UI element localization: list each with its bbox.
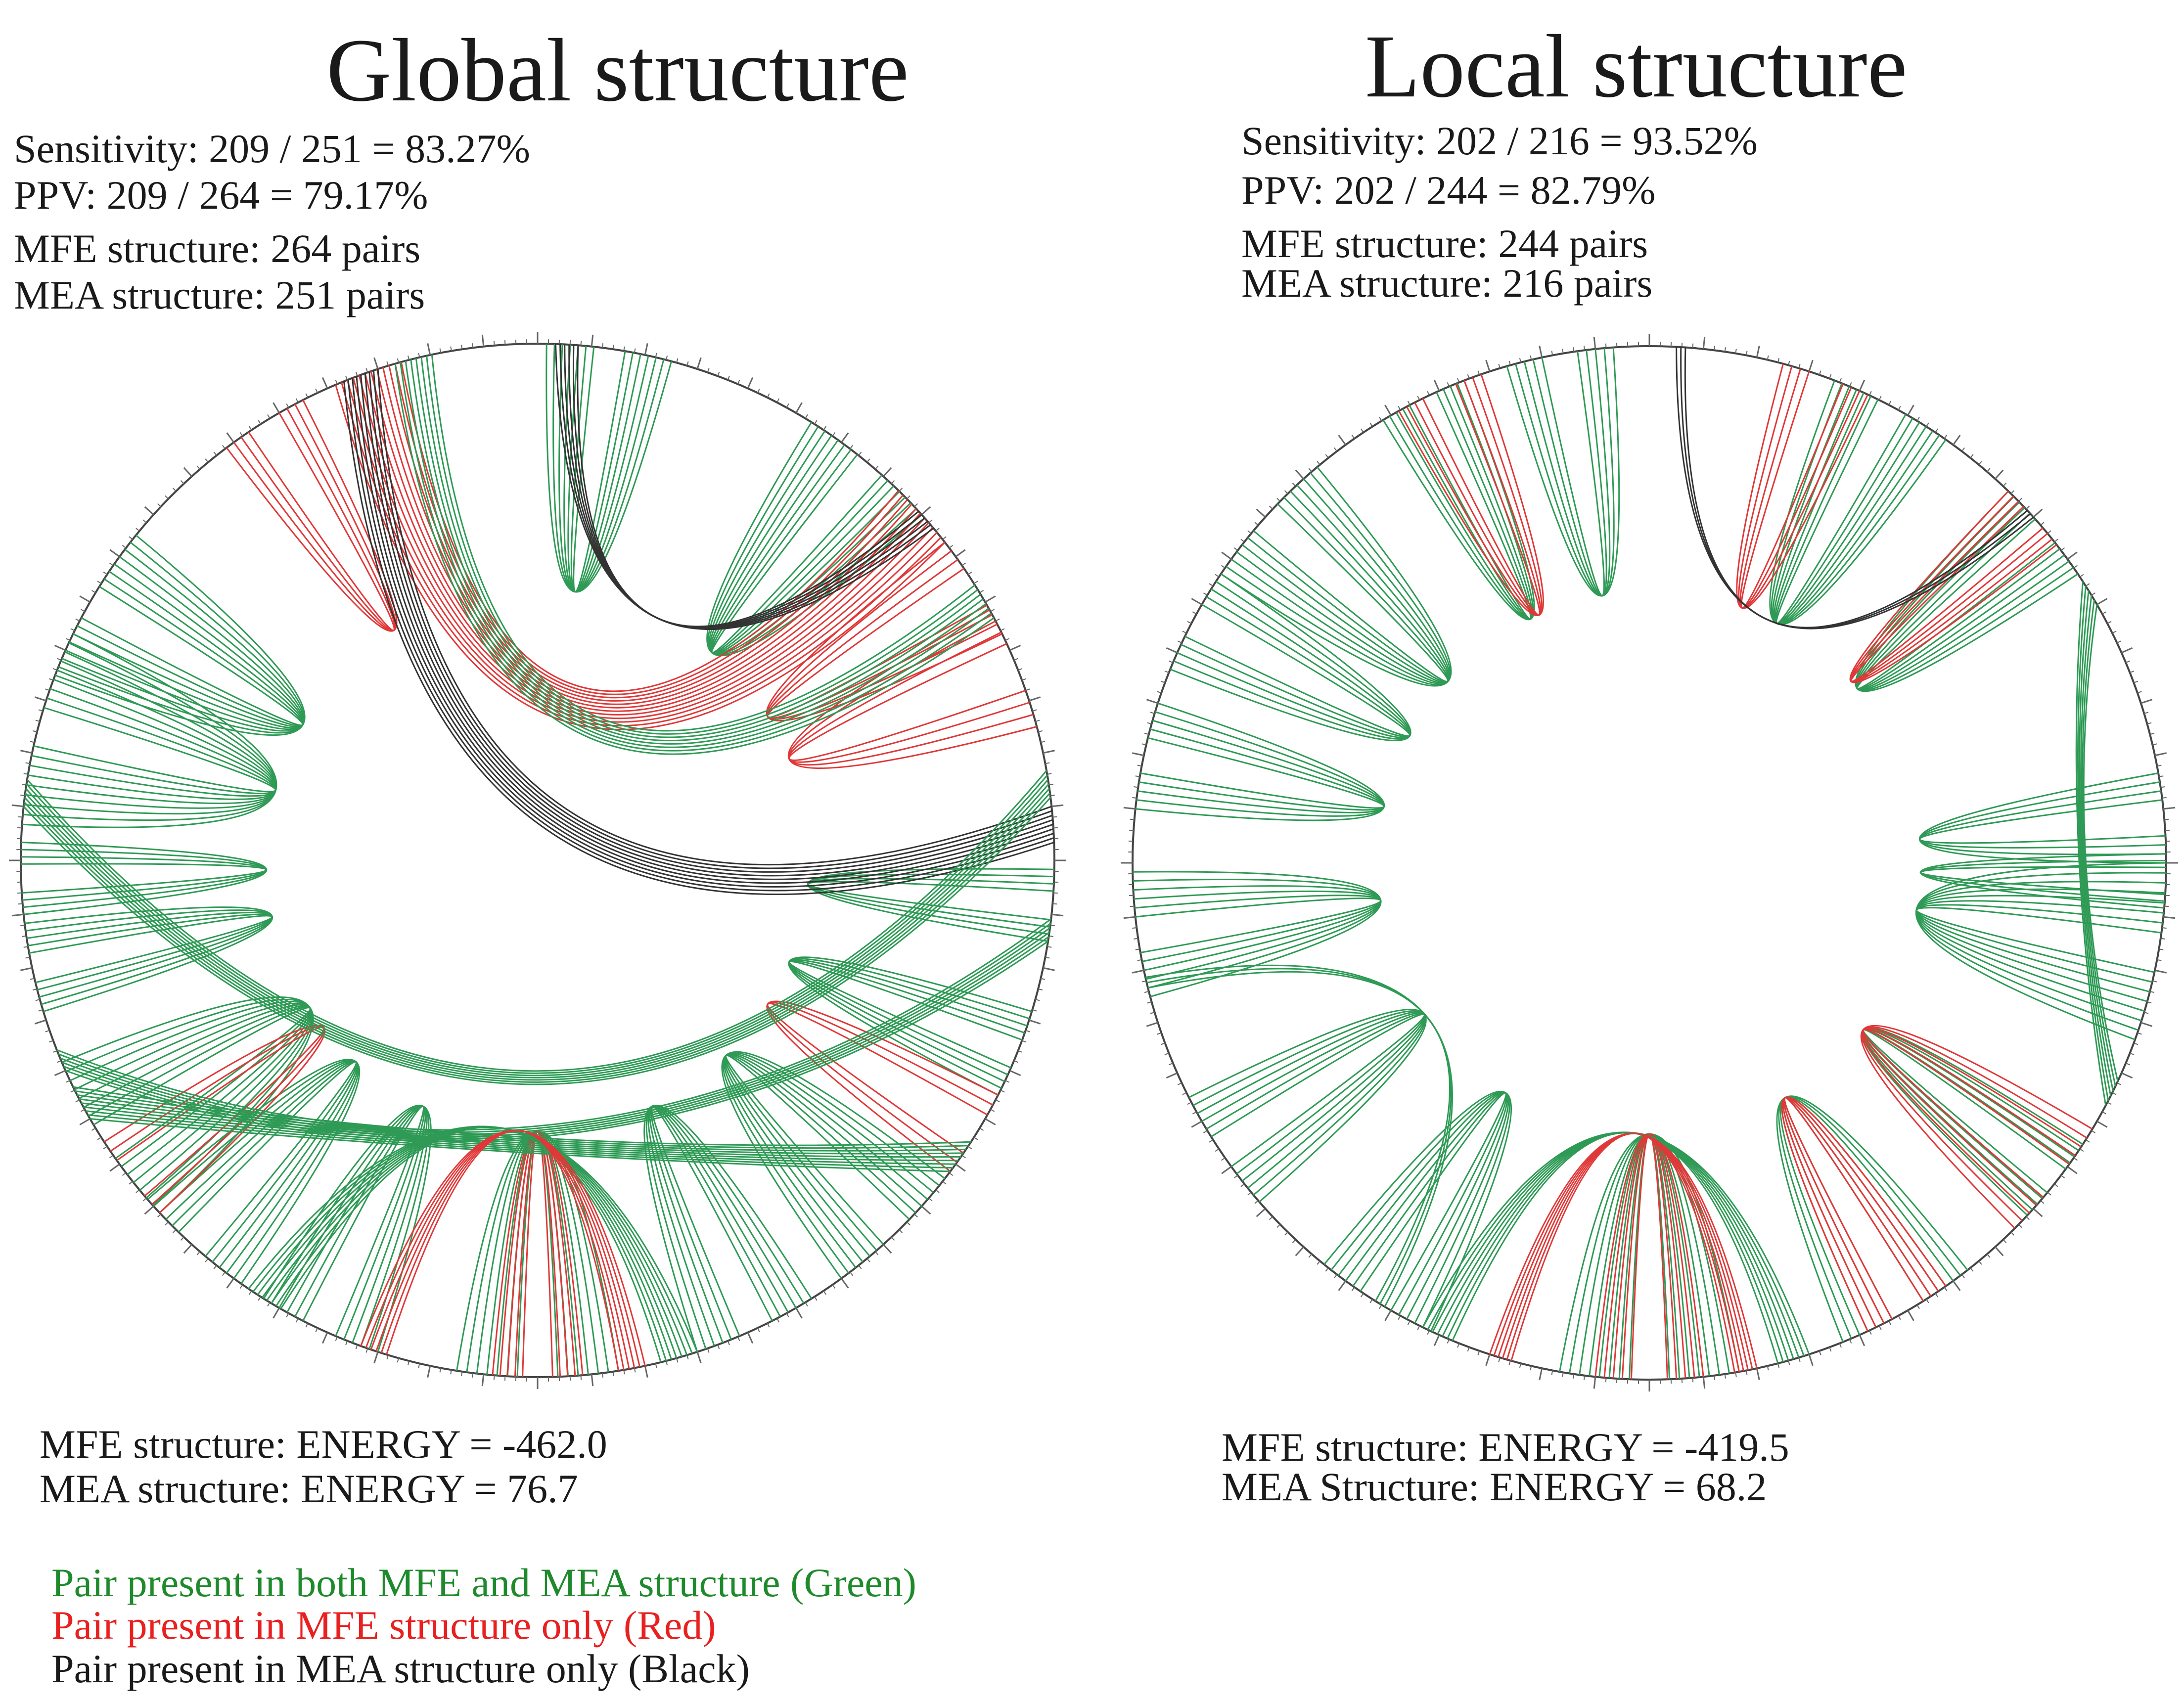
global-mfe-pairs: MFE structure: 264 pairs <box>14 226 421 271</box>
hairpin-green <box>1915 862 2167 1040</box>
global-mfe-energy: MFE structure: ENERGY = -462.0 <box>40 1422 607 1467</box>
hairpin-green <box>147 1059 361 1284</box>
local-sensitivity: Sensitivity: 202 / 216 = 93.52% <box>1241 118 1758 163</box>
hairpin-green <box>54 535 306 736</box>
cross-helix-green <box>56 918 1052 1142</box>
hairpin-green <box>1382 380 1535 621</box>
nucleotide-ticks <box>9 332 1066 1389</box>
global-ppv: PPV: 209 / 264 = 79.17% <box>14 173 428 218</box>
left-helix-green <box>1145 964 1453 1307</box>
local-ppv: PPV: 202 / 244 = 82.79% <box>1241 168 1656 213</box>
hairpin-green <box>1170 573 1411 742</box>
right-helix-green <box>2075 581 2119 1106</box>
bottom-helix-red <box>1489 1132 1758 1373</box>
cross-helix-green <box>23 770 1051 1085</box>
local-circle-plot <box>1121 334 2178 1391</box>
hairpin-green <box>1920 853 2167 909</box>
global-mea-pairs: MEA structure: 251 pairs <box>14 272 425 317</box>
legend-black: Pair present in MEA structure only (Blac… <box>51 1646 750 1691</box>
global-circle-plot <box>9 332 1066 1389</box>
hairpin-red <box>1781 1096 1947 1332</box>
long-helix-black <box>343 368 1054 896</box>
hairpin-green <box>1918 772 2167 864</box>
hairpin-green <box>20 842 268 915</box>
hairpin-red <box>1849 491 2057 683</box>
hairpin-red <box>1594 1133 1704 1380</box>
hairpin-green <box>1323 1091 1512 1332</box>
hairpin-green <box>24 906 273 1012</box>
hairpin-red <box>766 1000 999 1172</box>
legend-red: Pair present in MFE structure only (Red) <box>51 1603 716 1648</box>
hairpin-green <box>807 868 1054 942</box>
global-sensitivity: Sensitivity: 209 / 251 = 83.27% <box>14 126 530 171</box>
hairpin-green <box>1133 871 1382 997</box>
hairpin-green <box>1135 702 1385 821</box>
hairpin-green <box>1506 347 1620 597</box>
nucleotide-ticks <box>1121 334 2178 1391</box>
hairpin-green <box>456 1130 619 1377</box>
hairpin-red <box>226 400 398 632</box>
local-mea-pairs: MEA structure: 216 pairs <box>1241 261 1653 306</box>
cross-helix-green <box>73 1086 971 1172</box>
bottom-helix-red <box>360 1129 646 1371</box>
global-mea-energy: MEA structure: ENERGY = 76.7 <box>40 1466 578 1511</box>
legend-green: Pair present in both MFE and MEA structu… <box>51 1560 916 1605</box>
local-mea-energy: MEA Structure: ENERGY = 68.2 <box>1222 1464 1767 1509</box>
global-structure-title: Global structure <box>326 21 909 120</box>
local-mfe-energy: MFE structure: ENERGY = -419.5 <box>1222 1425 1789 1470</box>
long-helix-black <box>1676 347 2034 629</box>
local-structure-title: Local structure <box>1365 17 1908 116</box>
long-helix-green <box>394 354 995 755</box>
long-helix-black <box>555 344 934 630</box>
bottom-helix-green <box>248 1125 698 1363</box>
local-mfe-pairs: MFE structure: 244 pairs <box>1241 221 1648 266</box>
hairpin-green <box>1776 1095 1968 1343</box>
hairpin-green <box>1220 466 1452 687</box>
hairpin-green <box>22 633 277 828</box>
hairpin-red <box>1398 374 1545 617</box>
hairpin-green <box>1188 1009 1427 1203</box>
hairpin-red <box>1860 1025 2093 1229</box>
hairpin-green <box>1861 1027 2084 1216</box>
hairpin-green <box>643 1104 813 1352</box>
hairpin-red <box>1736 363 1868 609</box>
